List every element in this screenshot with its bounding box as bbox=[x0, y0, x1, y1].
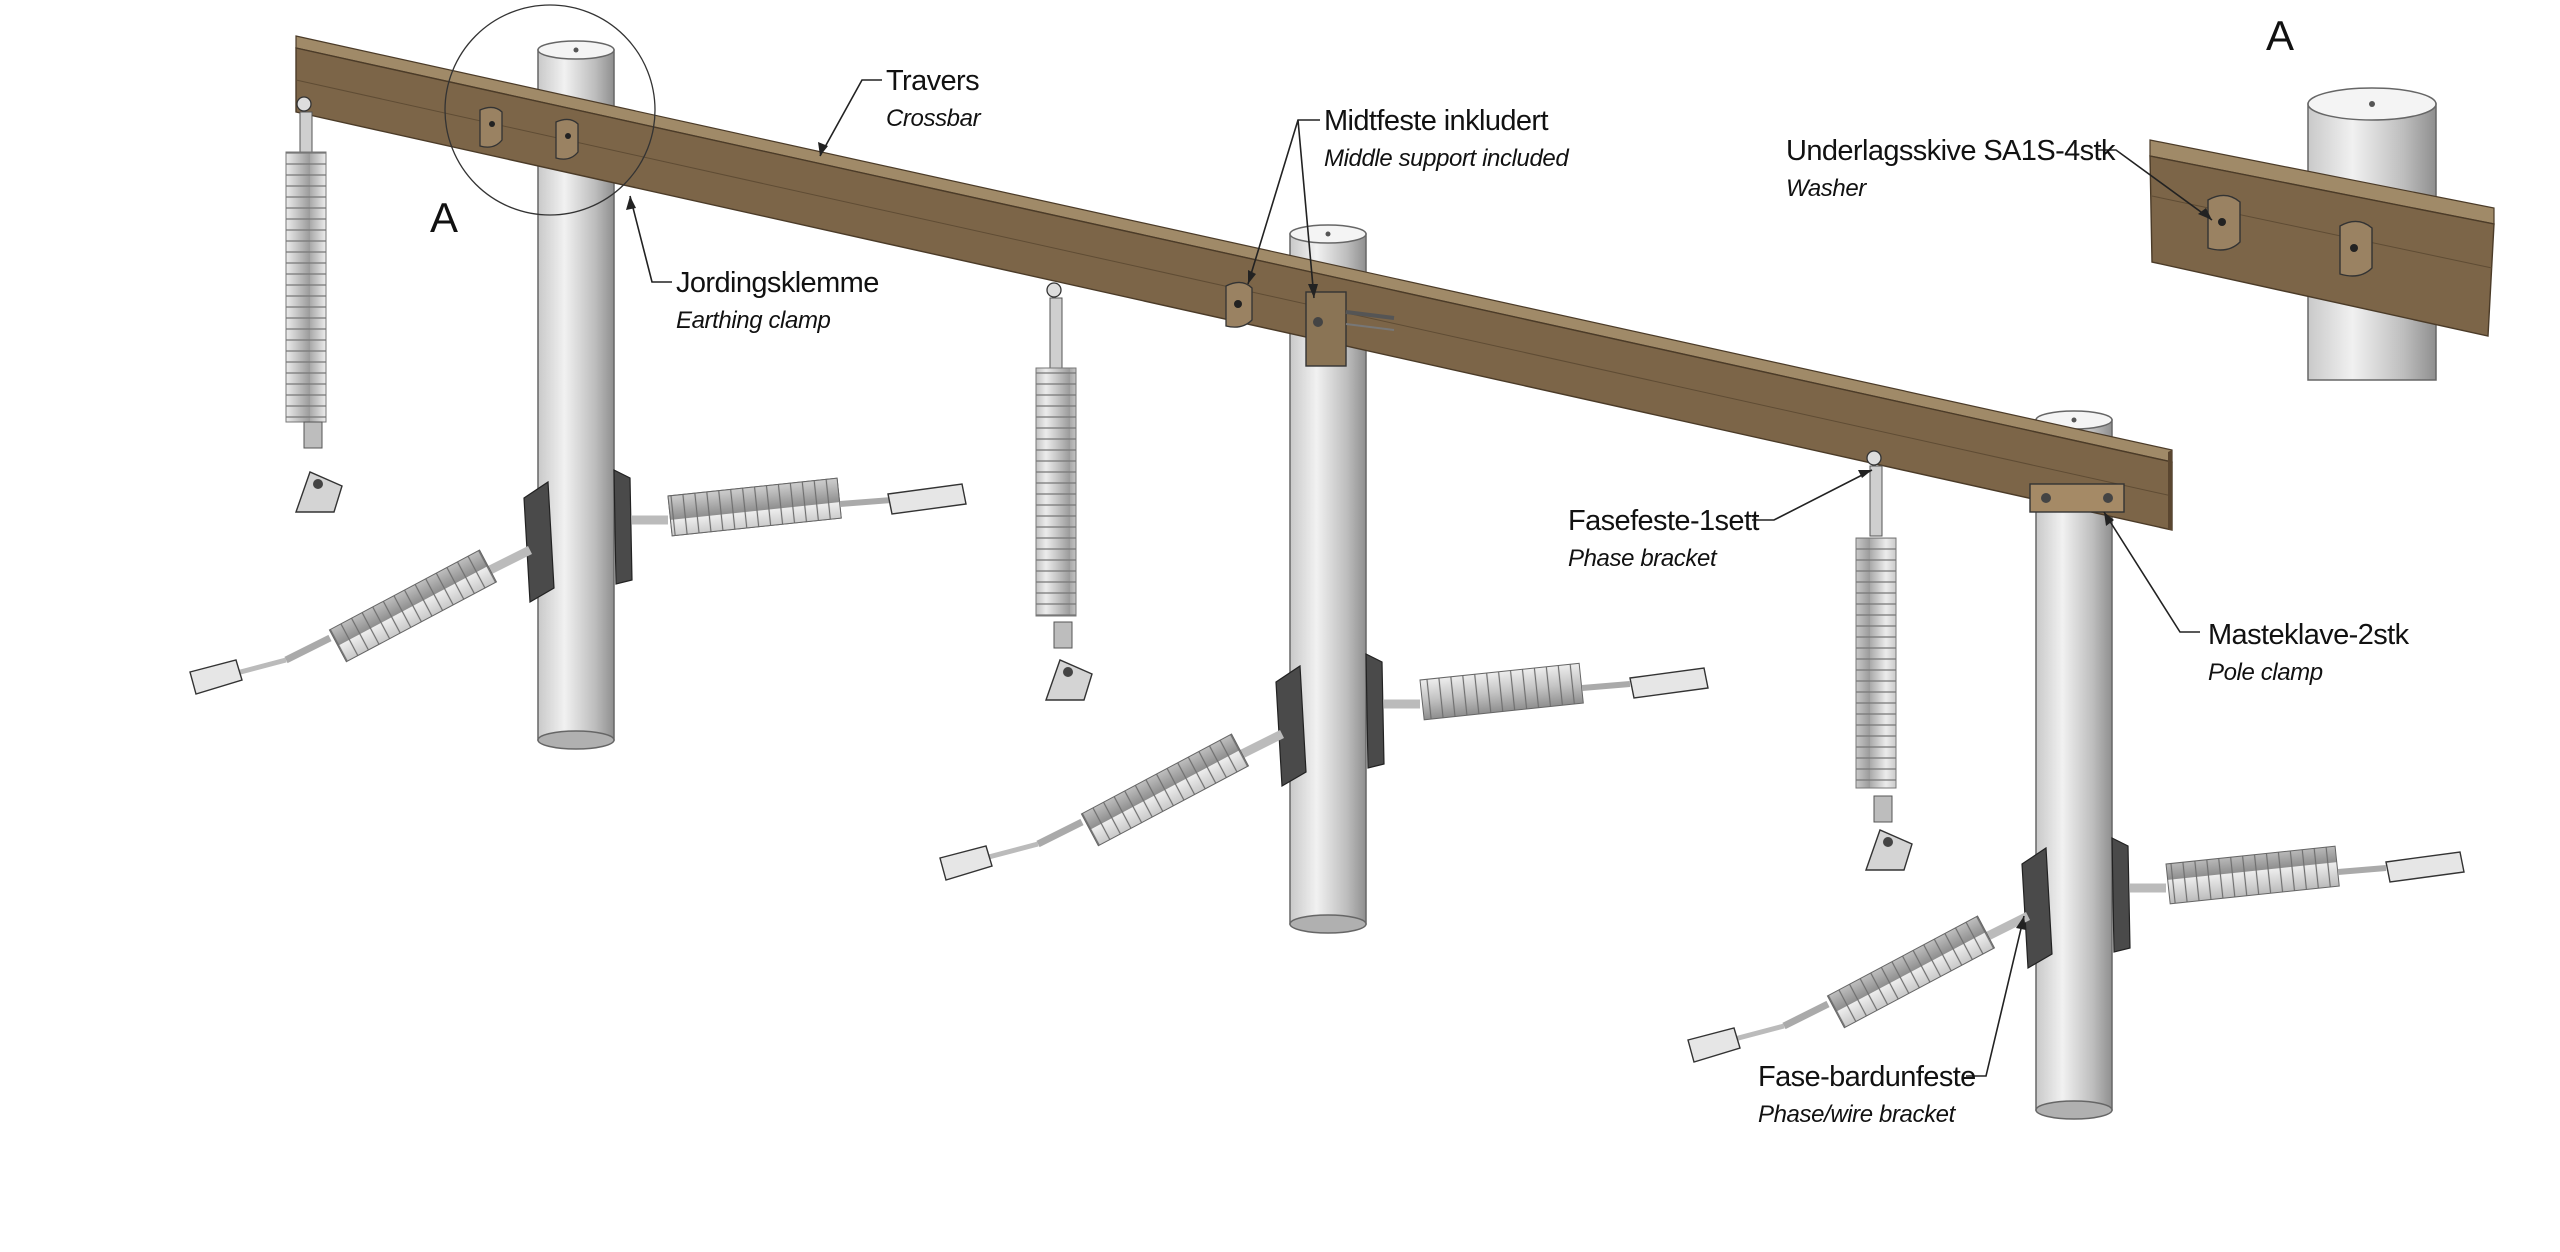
pole-clamp-right bbox=[2029, 483, 2125, 513]
label-underlag-main: Underlagsskive SA1S-4stk bbox=[1786, 135, 2116, 167]
label-midtfeste-main: Midtfeste inkludert bbox=[1324, 105, 1548, 137]
label-fasefeste-sub: Phase bracket bbox=[1568, 545, 1718, 572]
label-masteklave-main: Masteklave-2stk bbox=[2208, 619, 2410, 651]
label-fasebardun-main: Fase-bardunfeste bbox=[1758, 1061, 1976, 1093]
washer-pair-left bbox=[479, 106, 579, 160]
strain-assembly-middle bbox=[939, 653, 1709, 881]
strain-assembly-left bbox=[189, 469, 967, 695]
label-underlag-sub: Washer bbox=[1786, 175, 1867, 202]
hanging-insulator-1 bbox=[285, 96, 343, 513]
label-midtfeste: Midtfeste inkludert Middle support inclu… bbox=[1324, 105, 1570, 172]
detail-inset-title: A bbox=[2266, 12, 2294, 59]
label-jordingsklemme: Jordingsklemme Earthing clamp bbox=[676, 267, 879, 334]
label-fasebardun-sub: Phase/wire bracket bbox=[1758, 1101, 1957, 1128]
pole-right bbox=[2035, 410, 2113, 1120]
label-travers-main: Travers bbox=[886, 65, 979, 97]
label-fase-bardunfeste: Fase-bardunfeste Phase/wire bracket bbox=[1758, 1061, 1976, 1128]
middle-support bbox=[1225, 281, 1395, 367]
label-fasefeste: Fasefeste-1sett Phase bracket bbox=[1568, 505, 1760, 572]
label-midtfeste-sub: Middle support included bbox=[1324, 145, 1569, 172]
label-fasefeste-main: Fasefeste-1sett bbox=[1568, 505, 1759, 537]
label-masteklave-sub: Pole clamp bbox=[2208, 659, 2323, 686]
label-underlagsskive: Underlagsskive SA1S-4stk Washer bbox=[1786, 135, 2117, 202]
label-travers-sub: Crossbar bbox=[886, 105, 982, 132]
detail-inset-a: A bbox=[2149, 12, 2495, 381]
label-travers: Travers Crossbar bbox=[886, 65, 982, 132]
leader-lines bbox=[626, 79, 2213, 1077]
label-jording-sub: Earthing clamp bbox=[676, 307, 831, 334]
detail-circle-a: A bbox=[430, 4, 656, 241]
label-jording-main: Jordingsklemme bbox=[676, 267, 879, 299]
hanging-insulator-2 bbox=[1035, 282, 1093, 701]
detail-marker-a: A bbox=[430, 194, 458, 241]
hanging-insulator-3 bbox=[1855, 450, 1913, 871]
strain-assembly-right bbox=[1687, 837, 2465, 1063]
label-masteklave: Masteklave-2stk Pole clamp bbox=[2208, 619, 2410, 686]
